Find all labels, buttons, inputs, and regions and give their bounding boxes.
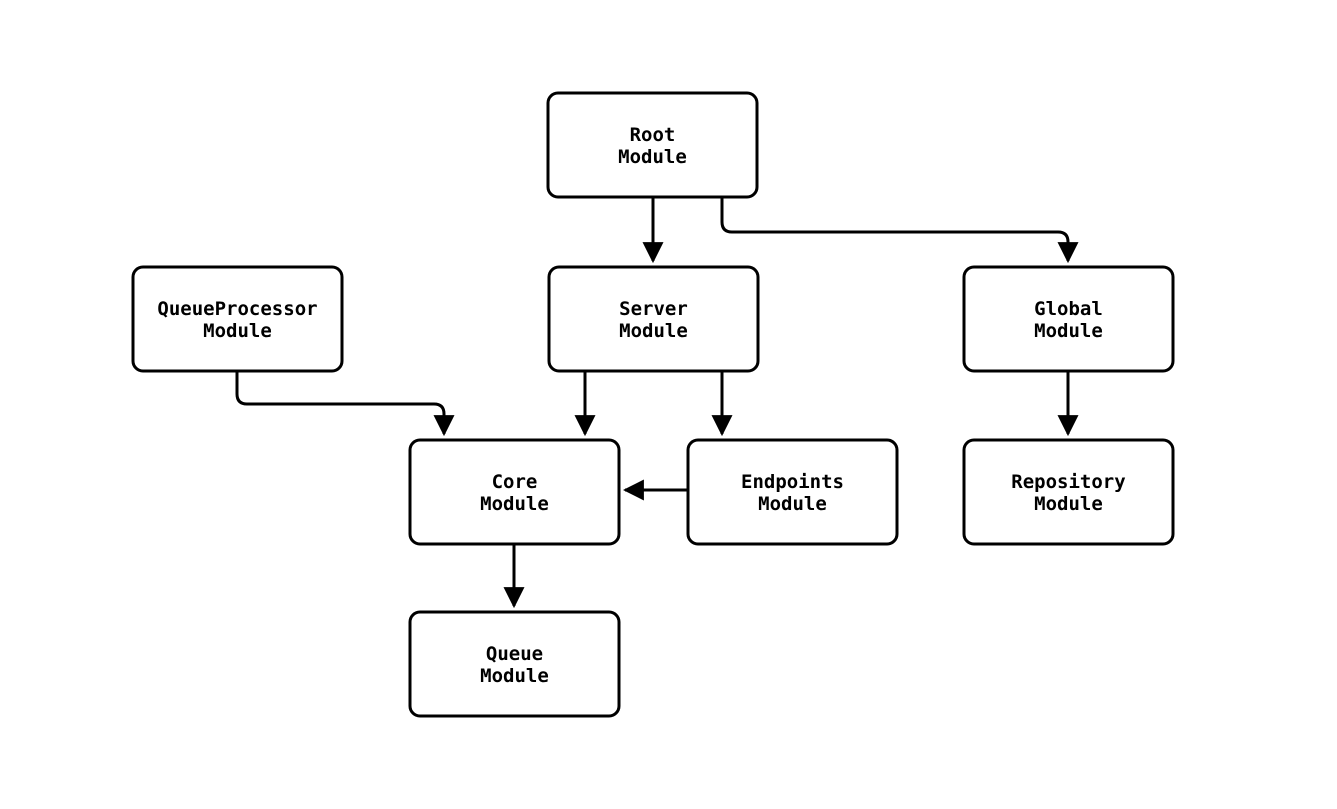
node-server-module-box (547, 265, 760, 373)
node-global-module-label-line1: Global (1034, 298, 1103, 320)
node-queueprocessor-module-label-line2: Module (203, 320, 272, 342)
node-queue-module: Queue Module (408, 610, 621, 718)
node-server-module-label-line1: Server (619, 298, 688, 320)
node-global-module: Global Module (962, 265, 1175, 373)
node-queue-module-label-line2: Module (480, 665, 549, 687)
node-endpoints-module: Endpoints Module (686, 438, 899, 546)
node-core-module-label-line1: Core (492, 471, 538, 493)
node-core-module-label-line2: Module (480, 493, 549, 515)
node-repository-module-label-line2: Module (1034, 493, 1103, 515)
node-endpoints-module-box (686, 438, 899, 546)
node-queueprocessor-module-label-line1: QueueProcessor (157, 298, 317, 320)
node-endpoints-module-label-line1: Endpoints (741, 471, 844, 493)
node-endpoints-module-label-line2: Module (758, 493, 827, 515)
node-repository-module: Repository Module (962, 438, 1175, 546)
node-repository-module-box (962, 438, 1175, 546)
node-root-module-label-line2: Module (618, 146, 687, 168)
node-queueprocessor-module-box (131, 265, 344, 373)
node-global-module-box (962, 265, 1175, 373)
node-root-module: Root Module (546, 91, 759, 199)
node-server-module-label-line2: Module (619, 320, 688, 342)
node-core-module: Core Module (408, 438, 621, 546)
node-queueprocessor-module: QueueProcessor Module (131, 265, 344, 373)
node-global-module-label-line2: Module (1034, 320, 1103, 342)
edge-queueprocessor-to-core (235, 371, 455, 437)
node-root-module-label-line1: Root (630, 124, 676, 146)
node-root-module-box (546, 91, 759, 199)
node-queue-module-box (408, 610, 621, 718)
edge-layer (235, 197, 1079, 609)
node-server-module: Server Module (547, 265, 760, 373)
node-core-module-box (408, 438, 621, 546)
node-queue-module-label-line1: Queue (486, 643, 543, 665)
node-repository-module-label-line1: Repository (1011, 471, 1125, 493)
edge-root-to-global (720, 197, 1079, 264)
